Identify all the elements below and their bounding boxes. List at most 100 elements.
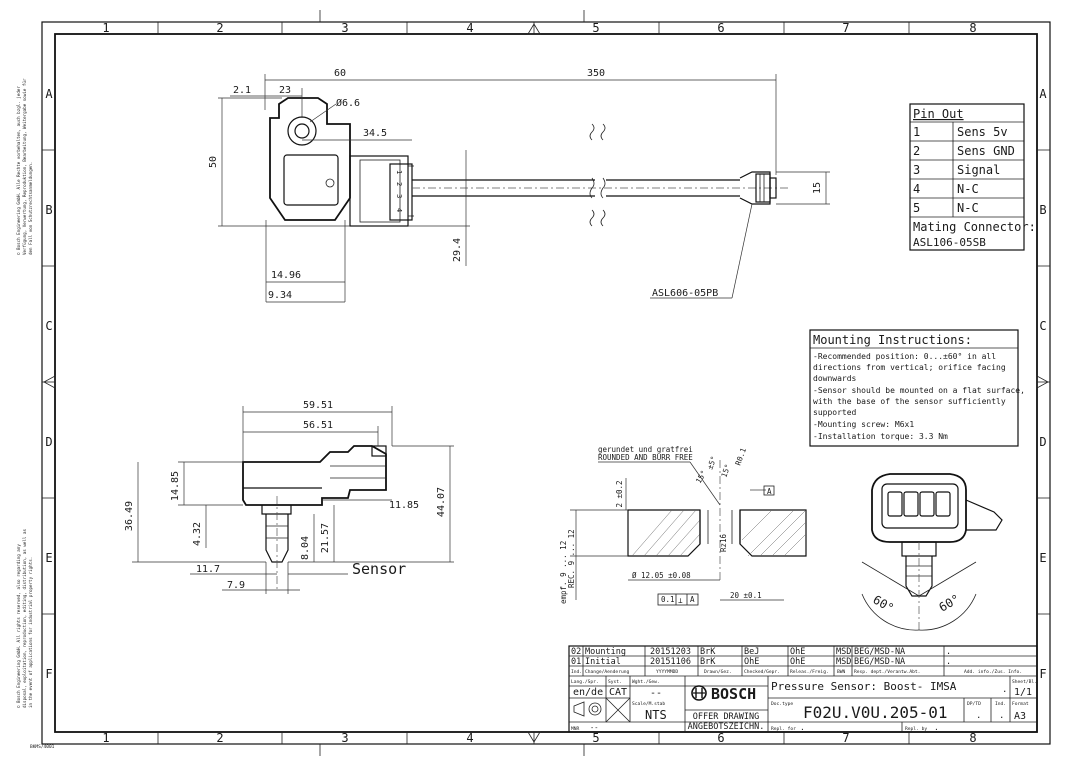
section-tol-ref: A: [690, 595, 695, 604]
dim-9-34: 9.34: [268, 290, 292, 301]
rev-1-bwn: MSD: [836, 657, 851, 667]
pin-row-3-func: Signal: [957, 163, 1000, 177]
pin-out-title: Pin Out: [913, 107, 964, 121]
port-section-view: [570, 460, 807, 600]
pin-num-2: 2: [395, 182, 403, 186]
col-label-top-8: 8: [969, 21, 976, 35]
rev-1-released: OhE: [790, 657, 805, 667]
dp-value: .: [976, 711, 981, 721]
row-label-left-d: D: [45, 435, 52, 449]
section-datum-top: A: [767, 487, 772, 496]
rev-1-desc: Initial: [585, 657, 621, 667]
weight-value: --: [650, 688, 662, 699]
sheet-value: 1/1: [1014, 687, 1032, 698]
section-tol-symbol: ⊥: [678, 596, 683, 605]
format-value: A3: [1014, 711, 1026, 722]
section-dim-20: 20 ±0.1: [730, 591, 762, 600]
dim-34-5: 34.5: [363, 128, 387, 139]
col-label-top-5: 5: [592, 21, 599, 35]
rev-2-idx: 02: [571, 647, 581, 657]
projection-symbol: [573, 701, 602, 717]
mounting-line-8: -Installation torque: 3.3 Nm: [813, 432, 948, 441]
dim-7-9: 7.9: [227, 580, 245, 591]
dim-50: 50: [208, 156, 219, 168]
col-label-top-2: 2: [216, 21, 223, 35]
row-label-right-e: E: [1039, 551, 1046, 565]
sheet-label: Sheet/Bl.: [1012, 679, 1037, 685]
sensor-top-view: 1 2 3 4: [269, 97, 790, 227]
pin-num-4: 4: [395, 208, 403, 212]
row-label-right-c: C: [1039, 319, 1046, 333]
hdr-checked: Checked/Gepr.: [744, 669, 780, 675]
part-description: Pressure Sensor: Boost- IMSA: [771, 680, 957, 693]
pin-row-5-func: N-C: [957, 201, 979, 215]
dim-29-4: 29.4: [452, 238, 463, 262]
mounting-line-4: -Sensor should be mounted on a flat surf…: [813, 386, 1025, 395]
col-label-bottom-5: 5: [592, 731, 599, 745]
hdr-released: Releas./Freig.: [790, 669, 829, 675]
section-rough: R0.1: [733, 447, 748, 467]
dim-14-85: 14.85: [170, 471, 181, 501]
dim-59-51: 59.51: [303, 400, 333, 411]
offer-drawing-de: ANGEBOTSZEICHN.: [688, 722, 765, 732]
section-angle-3: 15°: [719, 463, 732, 479]
rev-2-drawn: BrK: [700, 647, 716, 657]
ind-value: .: [999, 711, 1004, 721]
mounting-line-5: with the base of the sensor sufficiently: [813, 397, 1006, 406]
pin-out-table: Pin Out 1 Sens 5v 2 Sens GND 3 Signal 4 …: [909, 103, 1036, 251]
side-note-en-1: © Bosch Engineering GmbH. All rights res…: [16, 544, 21, 708]
sensor-side-view: [242, 445, 387, 592]
mnr-value: --: [590, 724, 598, 732]
repl-by-value: .: [934, 723, 939, 732]
bosch-wordmark: BOSCH: [711, 685, 756, 703]
col-label-top-3: 3: [341, 21, 348, 35]
dim-phi-6-6: Ø6.6: [336, 97, 360, 109]
row-label-left-f: F: [45, 667, 52, 681]
rev-1-date: 20151106: [650, 657, 691, 667]
col-label-top-1: 1: [102, 21, 109, 35]
col-label-bottom-8: 8: [969, 731, 976, 745]
rev-1-dept: BEG/MSD-NA: [854, 657, 905, 667]
sensor-label: Sensor: [352, 560, 406, 578]
hdr-date: YYYYMMDD: [656, 669, 678, 675]
mounting-angle-view: 60° 60°: [861, 473, 1003, 631]
dim-14-96: 14.96: [271, 270, 301, 281]
pin-row-4-num: 4: [913, 182, 920, 196]
hdr-change: Change/Aenderung: [585, 669, 629, 675]
scale-value: NTS: [645, 708, 667, 722]
pin-row-1-func: Sens 5v: [957, 125, 1008, 139]
repl-by-label: Repl. by: [905, 726, 927, 732]
section-depth-en: REC. 9 ... 12: [567, 529, 576, 588]
mnr-label: MNR: [571, 726, 580, 732]
section-dim-2: 2 ±0.2: [615, 480, 624, 507]
row-label-left-e: E: [45, 551, 52, 565]
dim-4-32: 4.32: [192, 522, 203, 546]
row-label-right-b: B: [1039, 203, 1046, 217]
side-note-en-3: in the event of applications for industr…: [28, 557, 33, 708]
col-label-bottom-7: 7: [842, 731, 849, 745]
dim-60: 60: [334, 68, 346, 79]
col-label-top-6: 6: [717, 21, 724, 35]
hdr-info: Add. info./Zus. Info.: [964, 669, 1022, 675]
rev-1-checked: OhE: [744, 657, 759, 667]
side-code: BKMS/4001: [30, 744, 55, 750]
section-tol-value: 0.1: [661, 595, 675, 604]
section-dimensions: gerundet und gratfrei ROUNDED AND BURR F…: [559, 445, 784, 606]
rev-2-released: OhE: [790, 647, 805, 657]
col-label-top-4: 4: [466, 21, 473, 35]
mounting-line-7: -Mounting screw: M6x1: [813, 420, 914, 429]
pin-row-1-num: 1: [913, 125, 920, 139]
side-view-dimensions: 59.51 56.51 14.85 36.49 11.85 44.07 4.32…: [124, 400, 454, 594]
pin-row-2-num: 2: [913, 144, 920, 158]
mounting-instructions-box: Mounting Instructions: -Recommended posi…: [809, 329, 1025, 447]
section-angle-2: ±5°: [705, 455, 718, 471]
row-label-right-d: D: [1039, 435, 1046, 449]
angle-label-right: 60°: [937, 592, 963, 615]
dim-21-57: 21.57: [320, 523, 331, 553]
row-label-right-f: F: [1039, 667, 1046, 681]
rev-1-drawn: BrK: [700, 657, 716, 667]
rev-1-info: .: [946, 657, 951, 667]
dim-36-49: 36.49: [124, 501, 135, 531]
doc-type-label: Doc.type: [771, 701, 793, 707]
hdr-dept: Resp. dept./Verantw.Abt.: [854, 669, 920, 675]
